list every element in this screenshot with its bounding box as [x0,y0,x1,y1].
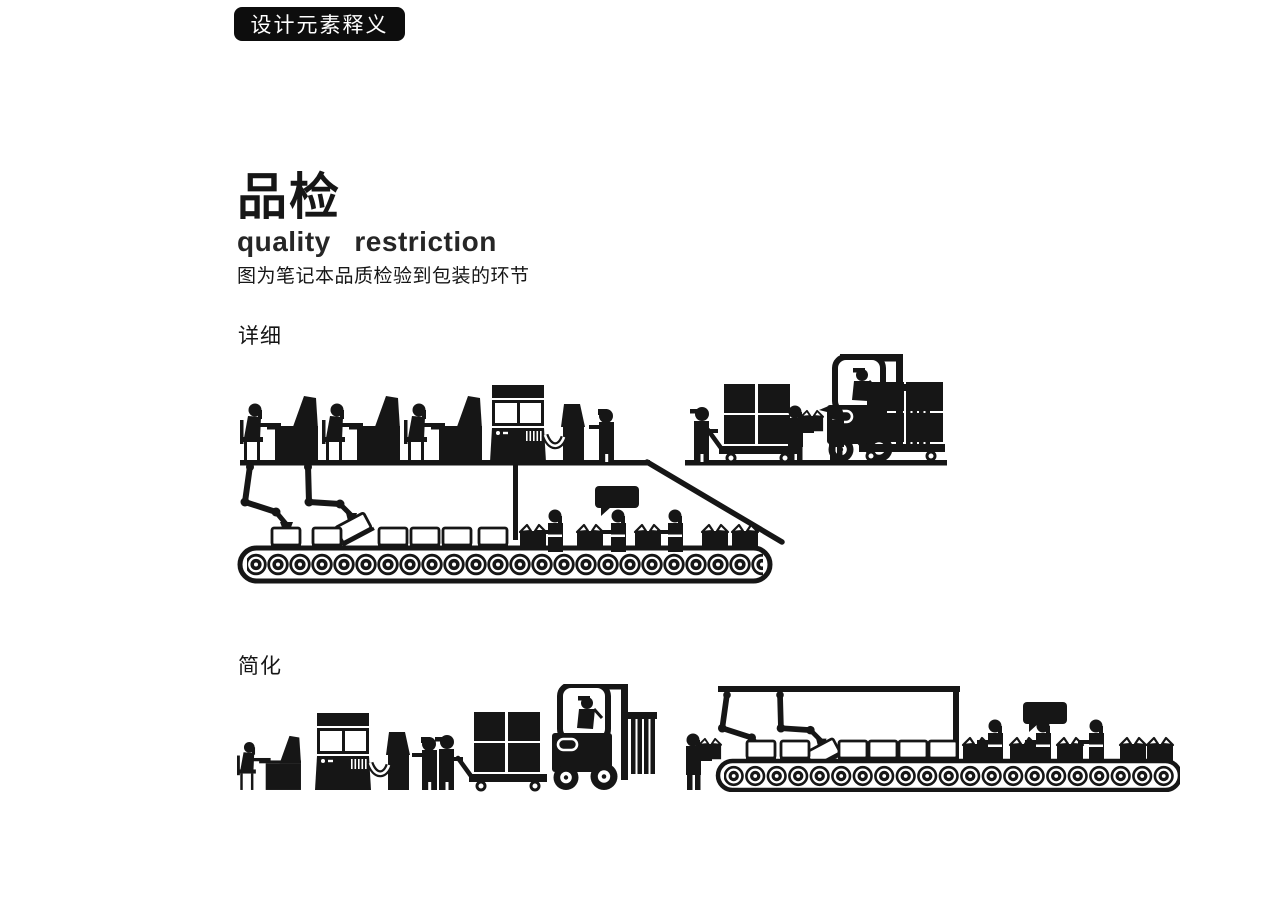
conveyor-icon [715,758,1180,792]
notebook-icon [896,739,930,763]
seated-inspector-icon [240,396,318,462]
seated-inspector-icon [237,735,301,790]
notebook-icon [476,526,510,550]
detailed-illustration [237,352,947,584]
notebook-icon [376,526,410,550]
page-description: 图为笔记本品质检验到包装的环节 [237,266,530,287]
notebook-icon [926,739,960,763]
section-label-detailed: 详细 [238,325,282,348]
packing-box-icon [518,523,548,551]
title-badge-label: 设计元素释义 [250,14,389,37]
title-badge: 设计元素释义 [234,7,405,41]
upper-floor-left [240,460,650,466]
notebook-icon [866,739,900,763]
notebook-icon [836,739,870,763]
notebook-icon [310,526,344,550]
packing-box-icon [1145,736,1175,764]
seated-inspector-icon [322,396,400,462]
packing-box-icon [633,523,663,551]
standing-worker-icon [412,737,437,790]
chute-rail [644,459,785,545]
notebook-icon [269,526,303,550]
header: 品检 quality restriction 图为笔记本品质检验到包装的环节 [237,170,530,288]
pallet-boxes-icon [458,712,547,790]
standing-worker-icon [589,409,614,462]
page-subtitle: quality restriction [237,226,497,257]
page-title: 品检 [237,169,341,225]
packing-box-icon [1118,736,1148,764]
test-machine-icon [490,385,585,462]
rail-post [953,692,959,762]
box-carrier-worker-icon [686,734,721,791]
support-post [513,465,518,540]
upper-floor-right [685,460,947,466]
overhead-rail [718,686,960,692]
conveyor-icon [237,545,773,584]
notebook-icon [408,526,442,550]
forklift-icon [552,684,657,790]
packing-box-icon [730,523,760,551]
notebook-icon [440,526,474,550]
test-machine-icon [315,713,410,790]
section-label-simplified: 简化 [238,655,282,678]
pallet-boxes-icon [708,384,797,462]
simplified-illustration [237,684,1180,792]
packing-box-icon [575,523,605,551]
notebook-icon [744,739,778,763]
box-carrier-worker-icon [788,406,823,463]
packing-box-icon [700,523,730,551]
notebook-icon [778,739,812,763]
seated-inspector-icon [404,396,482,462]
robot-arm-a-icon [241,463,294,530]
